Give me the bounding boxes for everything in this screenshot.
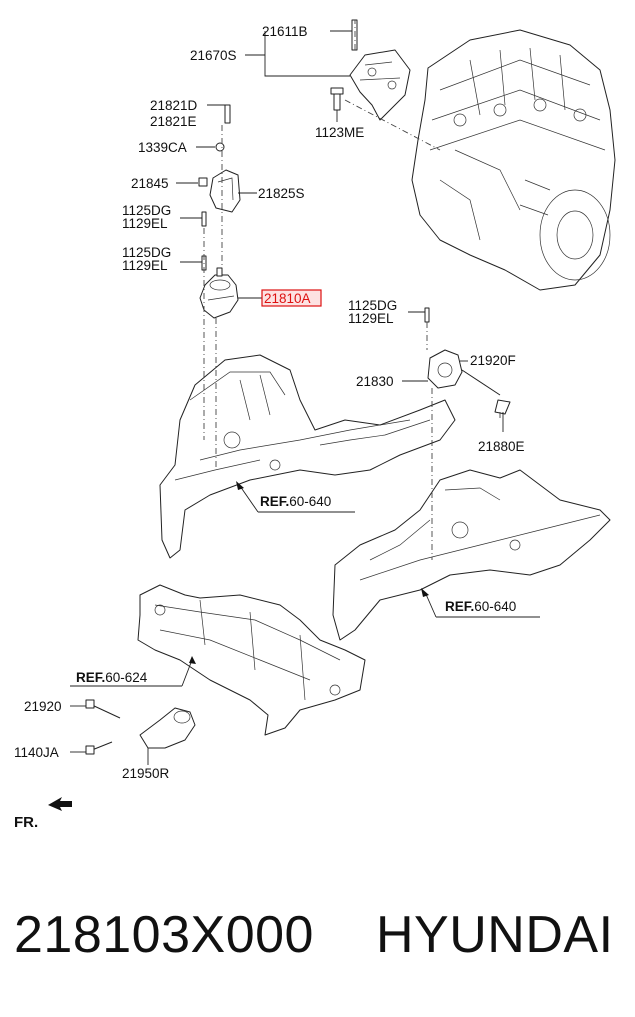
ref-60-624: REF.60-624 (76, 670, 148, 685)
front-direction-label: FR. (14, 814, 38, 831)
label-21821E: 21821E (150, 114, 197, 129)
transmission-mount-21830 (427, 349, 511, 415)
label-21670S: 21670S (190, 48, 237, 63)
bolt-1123ME (330, 87, 344, 111)
label-21880E: 21880E (478, 439, 525, 454)
ref-arrow-icon (236, 481, 244, 490)
label-1125DG: 1125DG (122, 203, 171, 218)
bolt-21821D (224, 104, 231, 124)
label-21821D: 21821D (150, 98, 198, 113)
bolt-1140JA (85, 741, 113, 755)
bolt-1125DG-a (201, 211, 207, 227)
parts-diagram: 21611B 21670S 1123ME 21821D 21821E 1339C… (14, 19, 616, 831)
label-21845: 21845 (131, 176, 169, 191)
ref-60-640-left: REF.60-640 (260, 494, 331, 509)
label-1339CA: 1339CA (138, 140, 187, 155)
nut-1339CA-icon (215, 142, 225, 152)
nut-21845-icon (198, 177, 208, 187)
engine-mount-bracket-21670S (349, 19, 411, 121)
label-1129EL: 1129EL (122, 258, 168, 273)
label-21810A-highlighted[interactable]: 21810A (264, 291, 311, 306)
roll-rod-21950R (139, 707, 196, 749)
bolt-21920 (85, 699, 121, 719)
ref-60-640-right: REF.60-640 (445, 599, 516, 614)
ref-arrow-icon (421, 588, 429, 597)
label-1125DG: 1125DG (122, 245, 171, 260)
front-arrow-icon (48, 797, 72, 811)
right-side-member-illustration (332, 469, 611, 641)
label-1125DG: 1125DG (348, 298, 397, 313)
label-21825S: 21825S (258, 186, 305, 201)
label-21920: 21920 (24, 699, 62, 714)
assembly-centerlines (203, 20, 501, 560)
left-side-member-illustration (159, 354, 456, 559)
part-number-caption: 218103X000 (14, 906, 314, 964)
engine-mount-21810A (199, 267, 239, 319)
label-21920F: 21920F (470, 353, 516, 368)
ref-arrow-icon (189, 656, 196, 664)
bracket-21825S (209, 169, 241, 213)
leader-lines (70, 30, 540, 765)
label-21611B: 21611B (262, 24, 308, 39)
bracket-21880E (494, 399, 511, 415)
label-1123ME: 1123ME (315, 125, 364, 140)
subframe-illustration (137, 584, 366, 736)
label-21830: 21830 (356, 374, 394, 389)
label-1129EL: 1129EL (122, 216, 168, 231)
bolt-1125DG-c (424, 307, 430, 323)
highlight-box (261, 289, 322, 307)
engine-block-illustration (411, 29, 616, 291)
label-21950R: 21950R (122, 766, 170, 781)
label-1140JA: 1140JA (14, 745, 59, 760)
label-1129EL: 1129EL (348, 311, 394, 326)
brand-caption: HYUNDAI (376, 906, 614, 964)
